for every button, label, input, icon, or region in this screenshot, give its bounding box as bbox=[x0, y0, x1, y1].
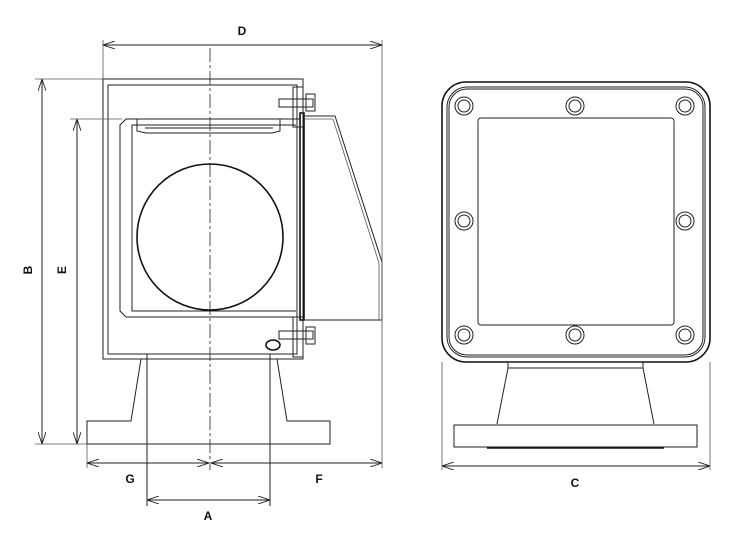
flange-bolt-icons bbox=[454, 96, 695, 345]
chamber-outer bbox=[119, 118, 300, 318]
bolt-icon bbox=[565, 325, 585, 345]
label-d: D bbox=[238, 24, 247, 38]
pedestal-neck bbox=[507, 361, 644, 369]
bolt-icon bbox=[454, 325, 474, 345]
flange-plate bbox=[299, 112, 305, 321]
pedestal-taper bbox=[496, 367, 655, 425]
label-a: A bbox=[204, 509, 213, 523]
extension-lines bbox=[35, 40, 711, 470]
top-bolt-icon bbox=[278, 86, 316, 128]
pedestal-base bbox=[453, 424, 698, 448]
hood bbox=[305, 115, 383, 321]
bolt-icon bbox=[675, 325, 695, 345]
flange-inner bbox=[446, 86, 706, 358]
label-g: G bbox=[125, 472, 134, 486]
housing-inner bbox=[107, 84, 298, 355]
drain-knob bbox=[265, 339, 281, 351]
bolt-icon bbox=[675, 96, 695, 116]
housing-outer bbox=[102, 78, 304, 360]
side-view bbox=[86, 48, 383, 506]
label-c: C bbox=[571, 476, 580, 490]
chamber-inner bbox=[131, 124, 296, 312]
flange-outer bbox=[441, 81, 711, 363]
window bbox=[477, 117, 675, 326]
label-e: E bbox=[55, 266, 69, 274]
bottom-bolt-icon bbox=[278, 316, 316, 358]
bolt-icon bbox=[454, 211, 474, 231]
front-view bbox=[441, 81, 711, 449]
dimensions: D B E G F A C bbox=[21, 24, 710, 523]
label-b: B bbox=[21, 265, 35, 274]
pedestal bbox=[86, 358, 331, 445]
label-f: F bbox=[315, 472, 322, 486]
top-ledge bbox=[136, 119, 281, 134]
bolt-icon bbox=[675, 211, 695, 231]
bolt-icon bbox=[565, 96, 585, 116]
bolt-icon bbox=[454, 96, 474, 116]
